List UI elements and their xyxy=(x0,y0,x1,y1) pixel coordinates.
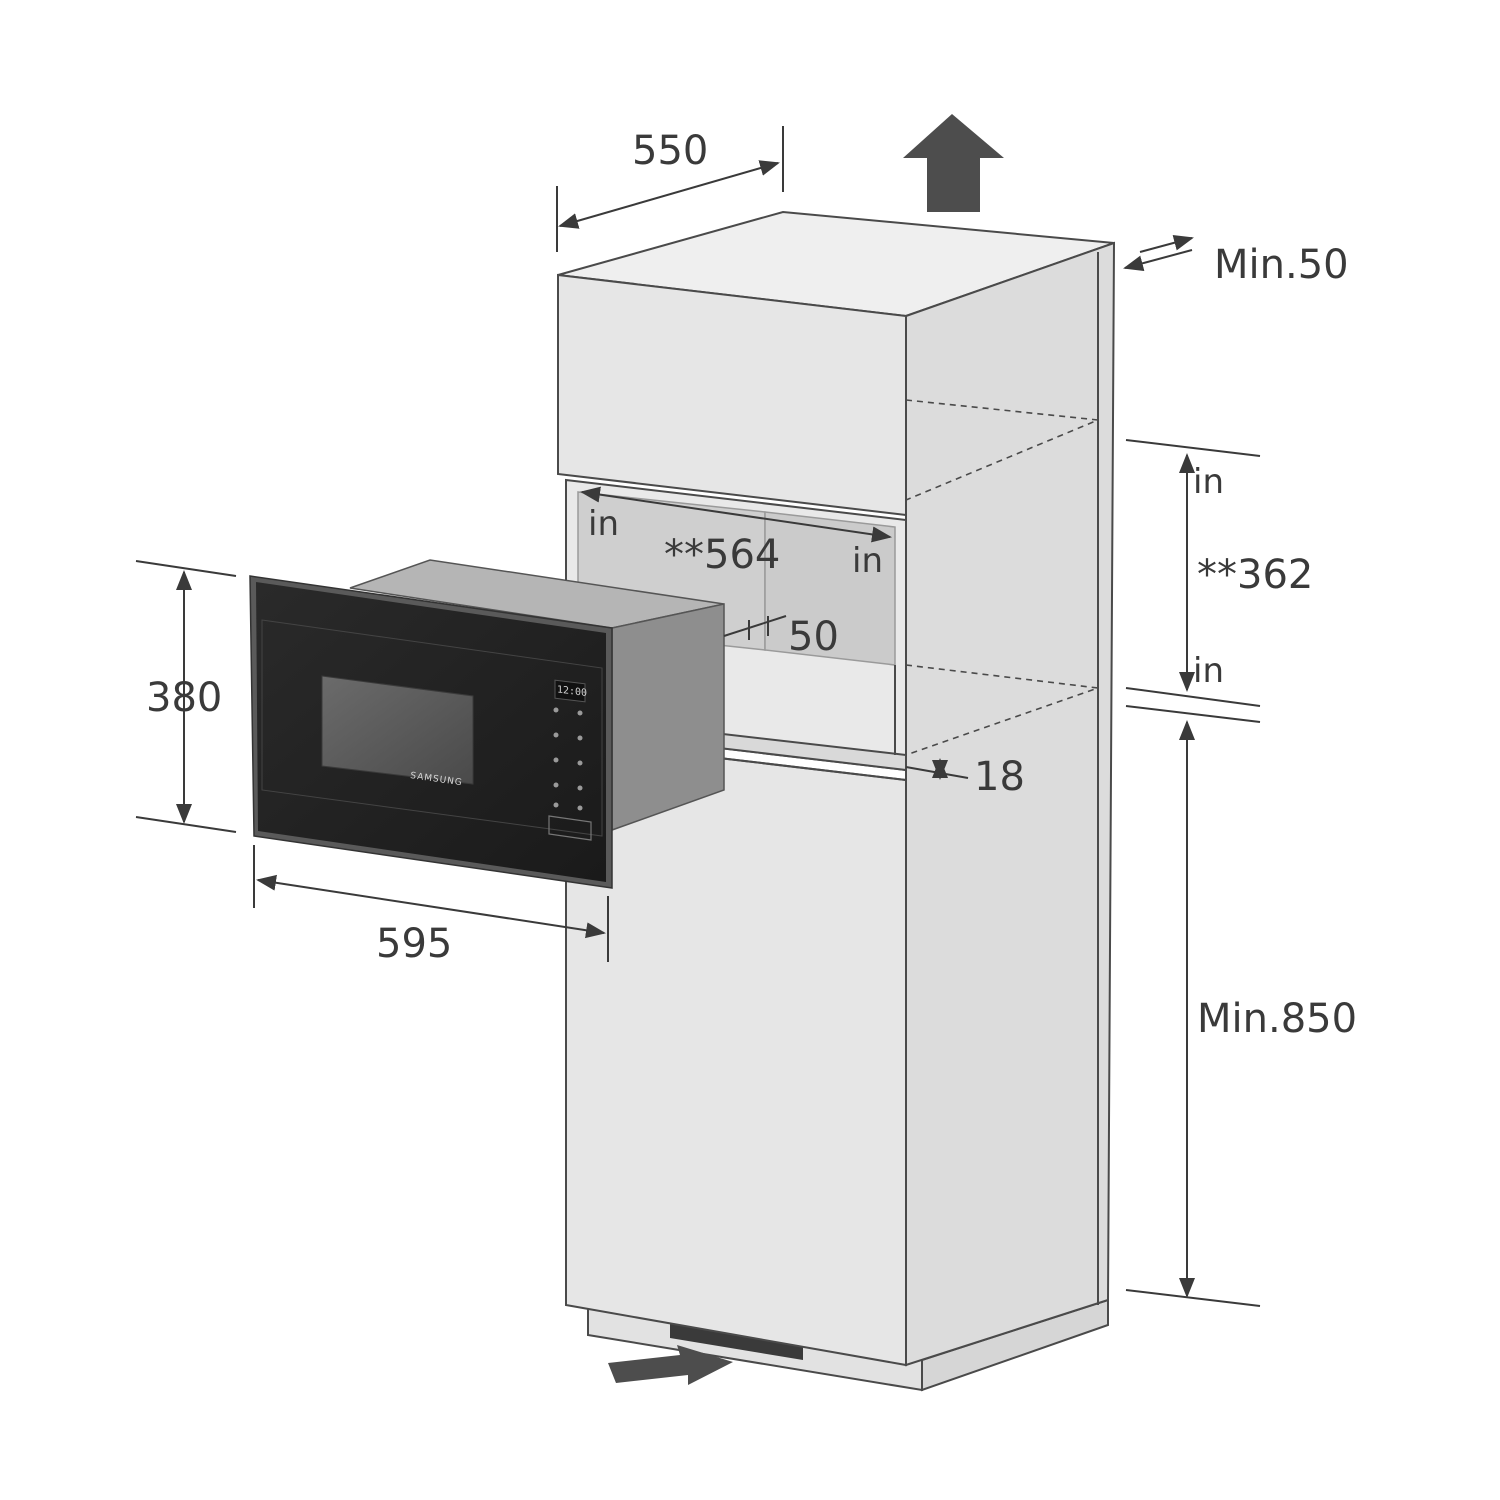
dimension-labels: 550 Min.50 **564 in in in **362 in 50 18… xyxy=(146,128,1357,1042)
label-min850: Min.850 xyxy=(1197,996,1357,1042)
ext-line-362-top xyxy=(1125,439,1261,457)
label-380: 380 xyxy=(146,675,222,721)
button-icon xyxy=(553,782,559,788)
start-button xyxy=(548,815,592,841)
dim-line-550 xyxy=(558,160,780,229)
ext-line-380-top xyxy=(135,560,237,577)
label-362: **362 xyxy=(1197,552,1313,598)
button-icon xyxy=(553,757,559,763)
dash-upper xyxy=(905,399,1099,501)
label-in-height-bottom: in xyxy=(1193,651,1224,691)
lower-door xyxy=(565,738,907,1367)
ext-line-380-bottom xyxy=(135,816,237,833)
ventilation-intake-arrow xyxy=(608,1345,733,1385)
control-panel: 12:00 xyxy=(548,679,592,841)
label-in-height-top: in xyxy=(1193,462,1224,502)
clock-display xyxy=(554,679,586,703)
dimension-lines xyxy=(135,126,1261,1307)
label-595: 595 xyxy=(376,921,452,967)
microwave: 12:00 SAMSUNG xyxy=(249,559,725,889)
microwave-body-side xyxy=(611,603,725,832)
dim-line-595 xyxy=(256,874,606,939)
ventilation-up-arrow xyxy=(903,114,1004,212)
label-550: 550 xyxy=(632,128,708,174)
control-buttons xyxy=(553,707,583,811)
label-min50: Min.50 xyxy=(1214,242,1349,288)
ext-line-850-bottom xyxy=(1125,1289,1261,1307)
button-icon xyxy=(553,732,559,738)
button-icon xyxy=(553,707,559,713)
label-564: **564 xyxy=(664,532,780,578)
upper-door xyxy=(557,273,907,517)
label-50: 50 xyxy=(788,614,839,660)
dim-line-564 xyxy=(580,486,892,543)
button-icon xyxy=(577,735,583,741)
ext-line-362-bottom xyxy=(1125,687,1261,707)
dim-line-min50-a xyxy=(1123,249,1193,272)
microwave-trim xyxy=(261,619,603,837)
button-icon xyxy=(577,760,583,766)
label-in-width-left: in xyxy=(588,504,619,544)
label-18: 18 xyxy=(974,754,1025,800)
button-icon xyxy=(577,785,583,791)
button-icon xyxy=(577,710,583,716)
dim-line-50 xyxy=(723,615,787,637)
microwave-window xyxy=(321,675,474,785)
label-in-width-right: in xyxy=(852,541,883,581)
ext-line-850-top xyxy=(1125,705,1261,723)
clock-text: 12:00 xyxy=(557,684,587,699)
button-icon xyxy=(553,802,559,808)
button-icon xyxy=(577,805,583,811)
dim-line-min50-b xyxy=(1139,234,1194,253)
